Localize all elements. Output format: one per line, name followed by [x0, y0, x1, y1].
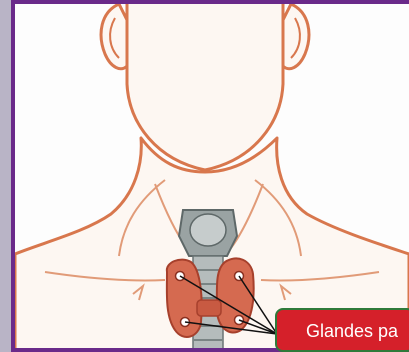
parathyroid-callout-label: Glandes pa [275, 308, 409, 352]
neck-anatomy-illustration [15, 4, 409, 352]
illustration-frame [11, 0, 409, 352]
